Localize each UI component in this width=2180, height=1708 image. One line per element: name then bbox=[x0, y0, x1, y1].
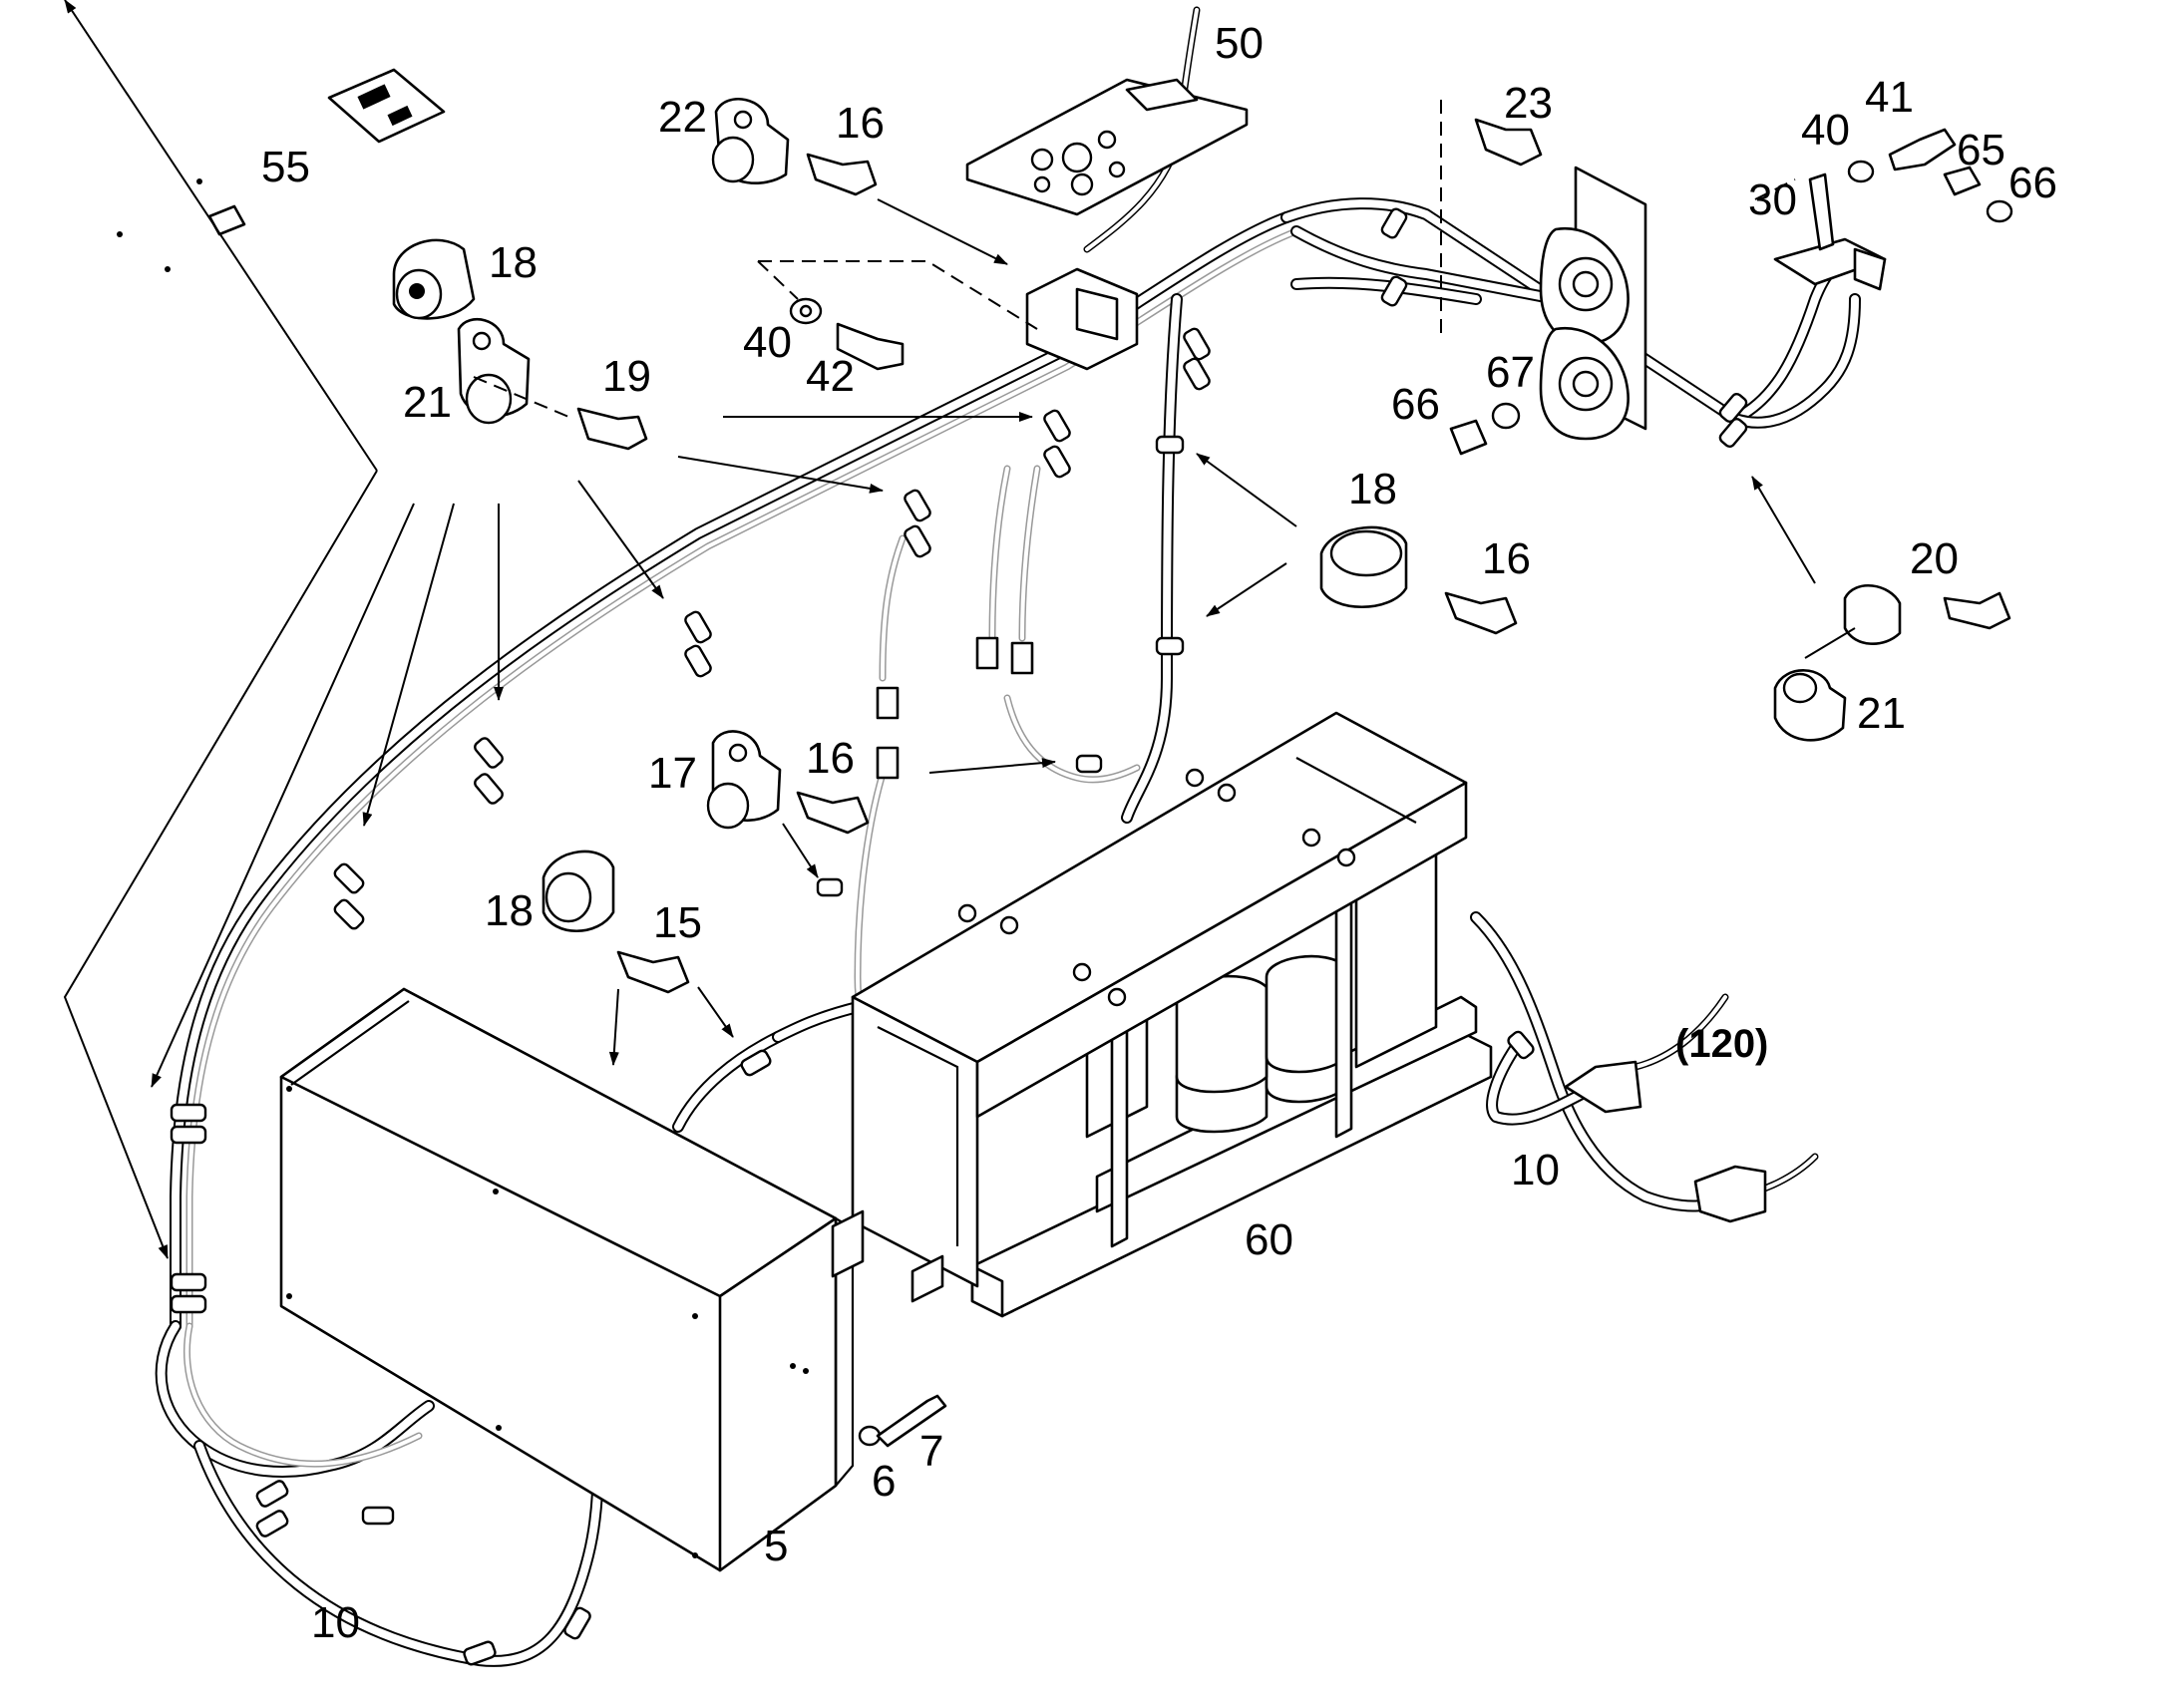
label-10-left: 10 bbox=[311, 1598, 360, 1647]
label-40-left: 40 bbox=[743, 318, 792, 367]
transformer-assembly bbox=[831, 711, 1493, 1318]
label-16-middle: 16 bbox=[1482, 534, 1531, 583]
callout-arrows bbox=[63, 0, 1856, 1259]
label-18-middle: 18 bbox=[1348, 465, 1397, 513]
label-5: 5 bbox=[764, 1522, 788, 1570]
label-6: 6 bbox=[872, 1457, 896, 1506]
label-22: 22 bbox=[658, 93, 707, 142]
label-16-lower: 16 bbox=[806, 734, 855, 783]
label-17: 17 bbox=[648, 749, 697, 798]
label-66-right: 66 bbox=[2008, 159, 2057, 207]
label-50: 50 bbox=[1215, 19, 1264, 68]
label-10-right: 10 bbox=[1511, 1146, 1560, 1195]
label-41: 41 bbox=[1865, 73, 1914, 122]
label-18-lower: 18 bbox=[485, 886, 534, 935]
loose-hardware bbox=[392, 98, 2013, 1448]
label-60: 60 bbox=[1245, 1215, 1293, 1264]
part-labels: 50 22 16 55 18 19 21 40 42 23 40 41 65 6… bbox=[261, 19, 2057, 1647]
label-23: 23 bbox=[1504, 79, 1553, 128]
label-67: 67 bbox=[1486, 348, 1535, 397]
label-18-top: 18 bbox=[489, 238, 538, 287]
label-16-top: 16 bbox=[836, 99, 885, 148]
label-21-left: 21 bbox=[403, 378, 452, 427]
label-7: 7 bbox=[919, 1427, 943, 1476]
terminal-block bbox=[1025, 267, 1139, 371]
dashed-leaders bbox=[473, 100, 1796, 420]
connector-panel bbox=[1539, 166, 1647, 441]
label-21-right: 21 bbox=[1857, 689, 1906, 738]
label-120-reference: (120) bbox=[1675, 1022, 1768, 1066]
circuit-board bbox=[117, 68, 446, 272]
label-55: 55 bbox=[261, 143, 310, 191]
cover-plate bbox=[965, 78, 1249, 216]
label-40-right: 40 bbox=[1801, 106, 1850, 155]
harness-clips bbox=[170, 207, 1748, 1666]
label-66-left: 66 bbox=[1391, 380, 1440, 429]
label-20: 20 bbox=[1910, 534, 1959, 583]
label-19: 19 bbox=[602, 352, 651, 401]
label-15: 15 bbox=[653, 898, 702, 947]
enclosure-box bbox=[279, 987, 855, 1572]
label-42: 42 bbox=[806, 352, 855, 401]
label-65: 65 bbox=[1957, 126, 2005, 174]
label-30: 30 bbox=[1748, 175, 1797, 224]
